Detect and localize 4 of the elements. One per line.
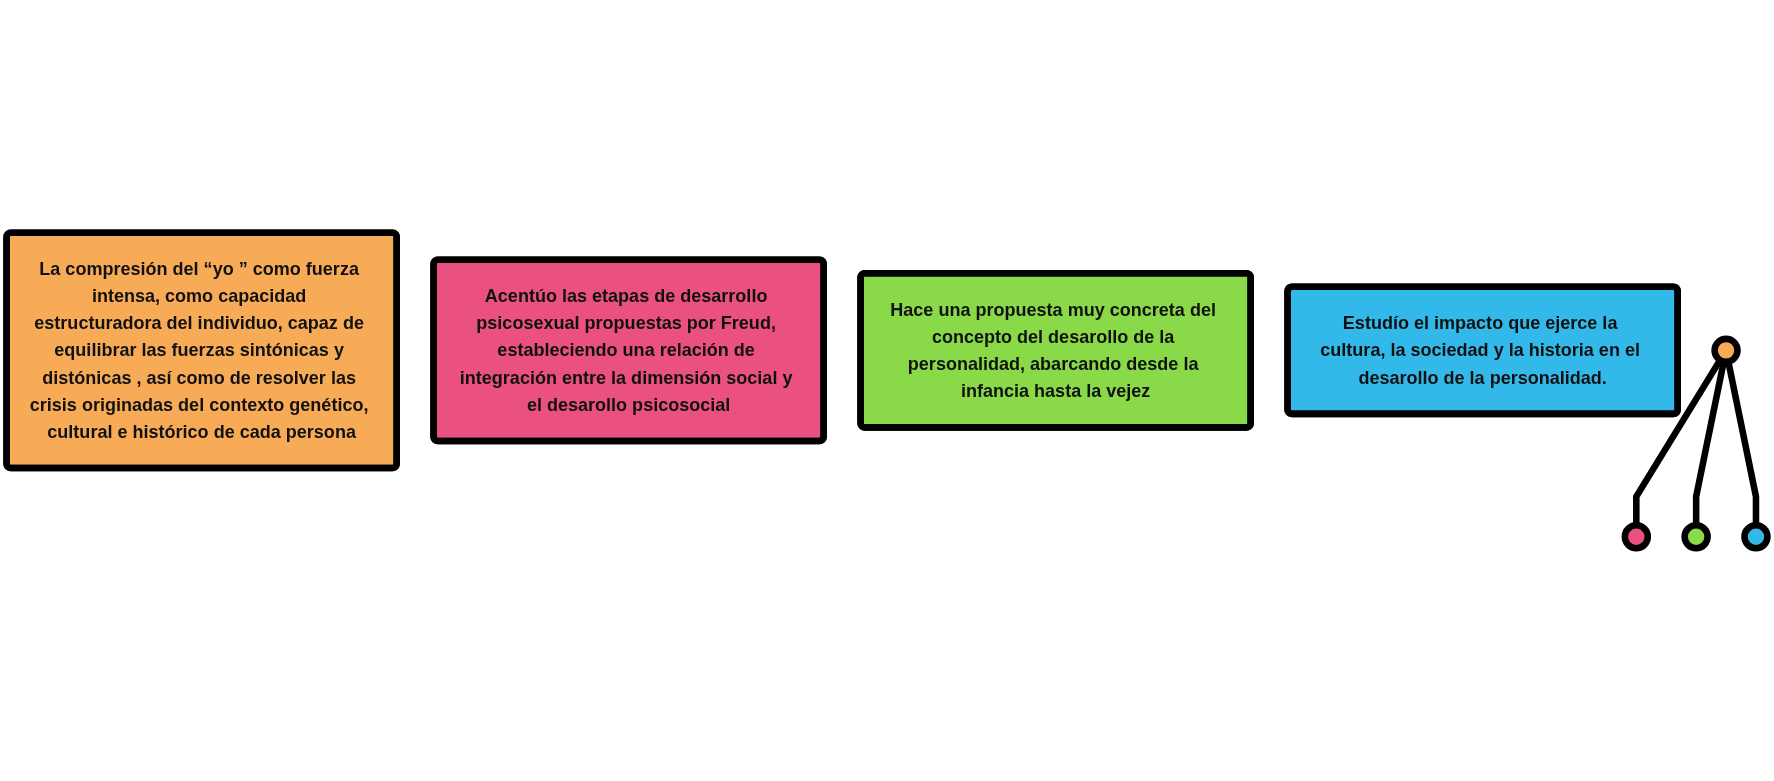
- node-circle: [1621, 522, 1652, 552]
- node-circle: [1681, 522, 1711, 552]
- node-circle: [1711, 335, 1741, 366]
- node-circle: [1741, 522, 1771, 552]
